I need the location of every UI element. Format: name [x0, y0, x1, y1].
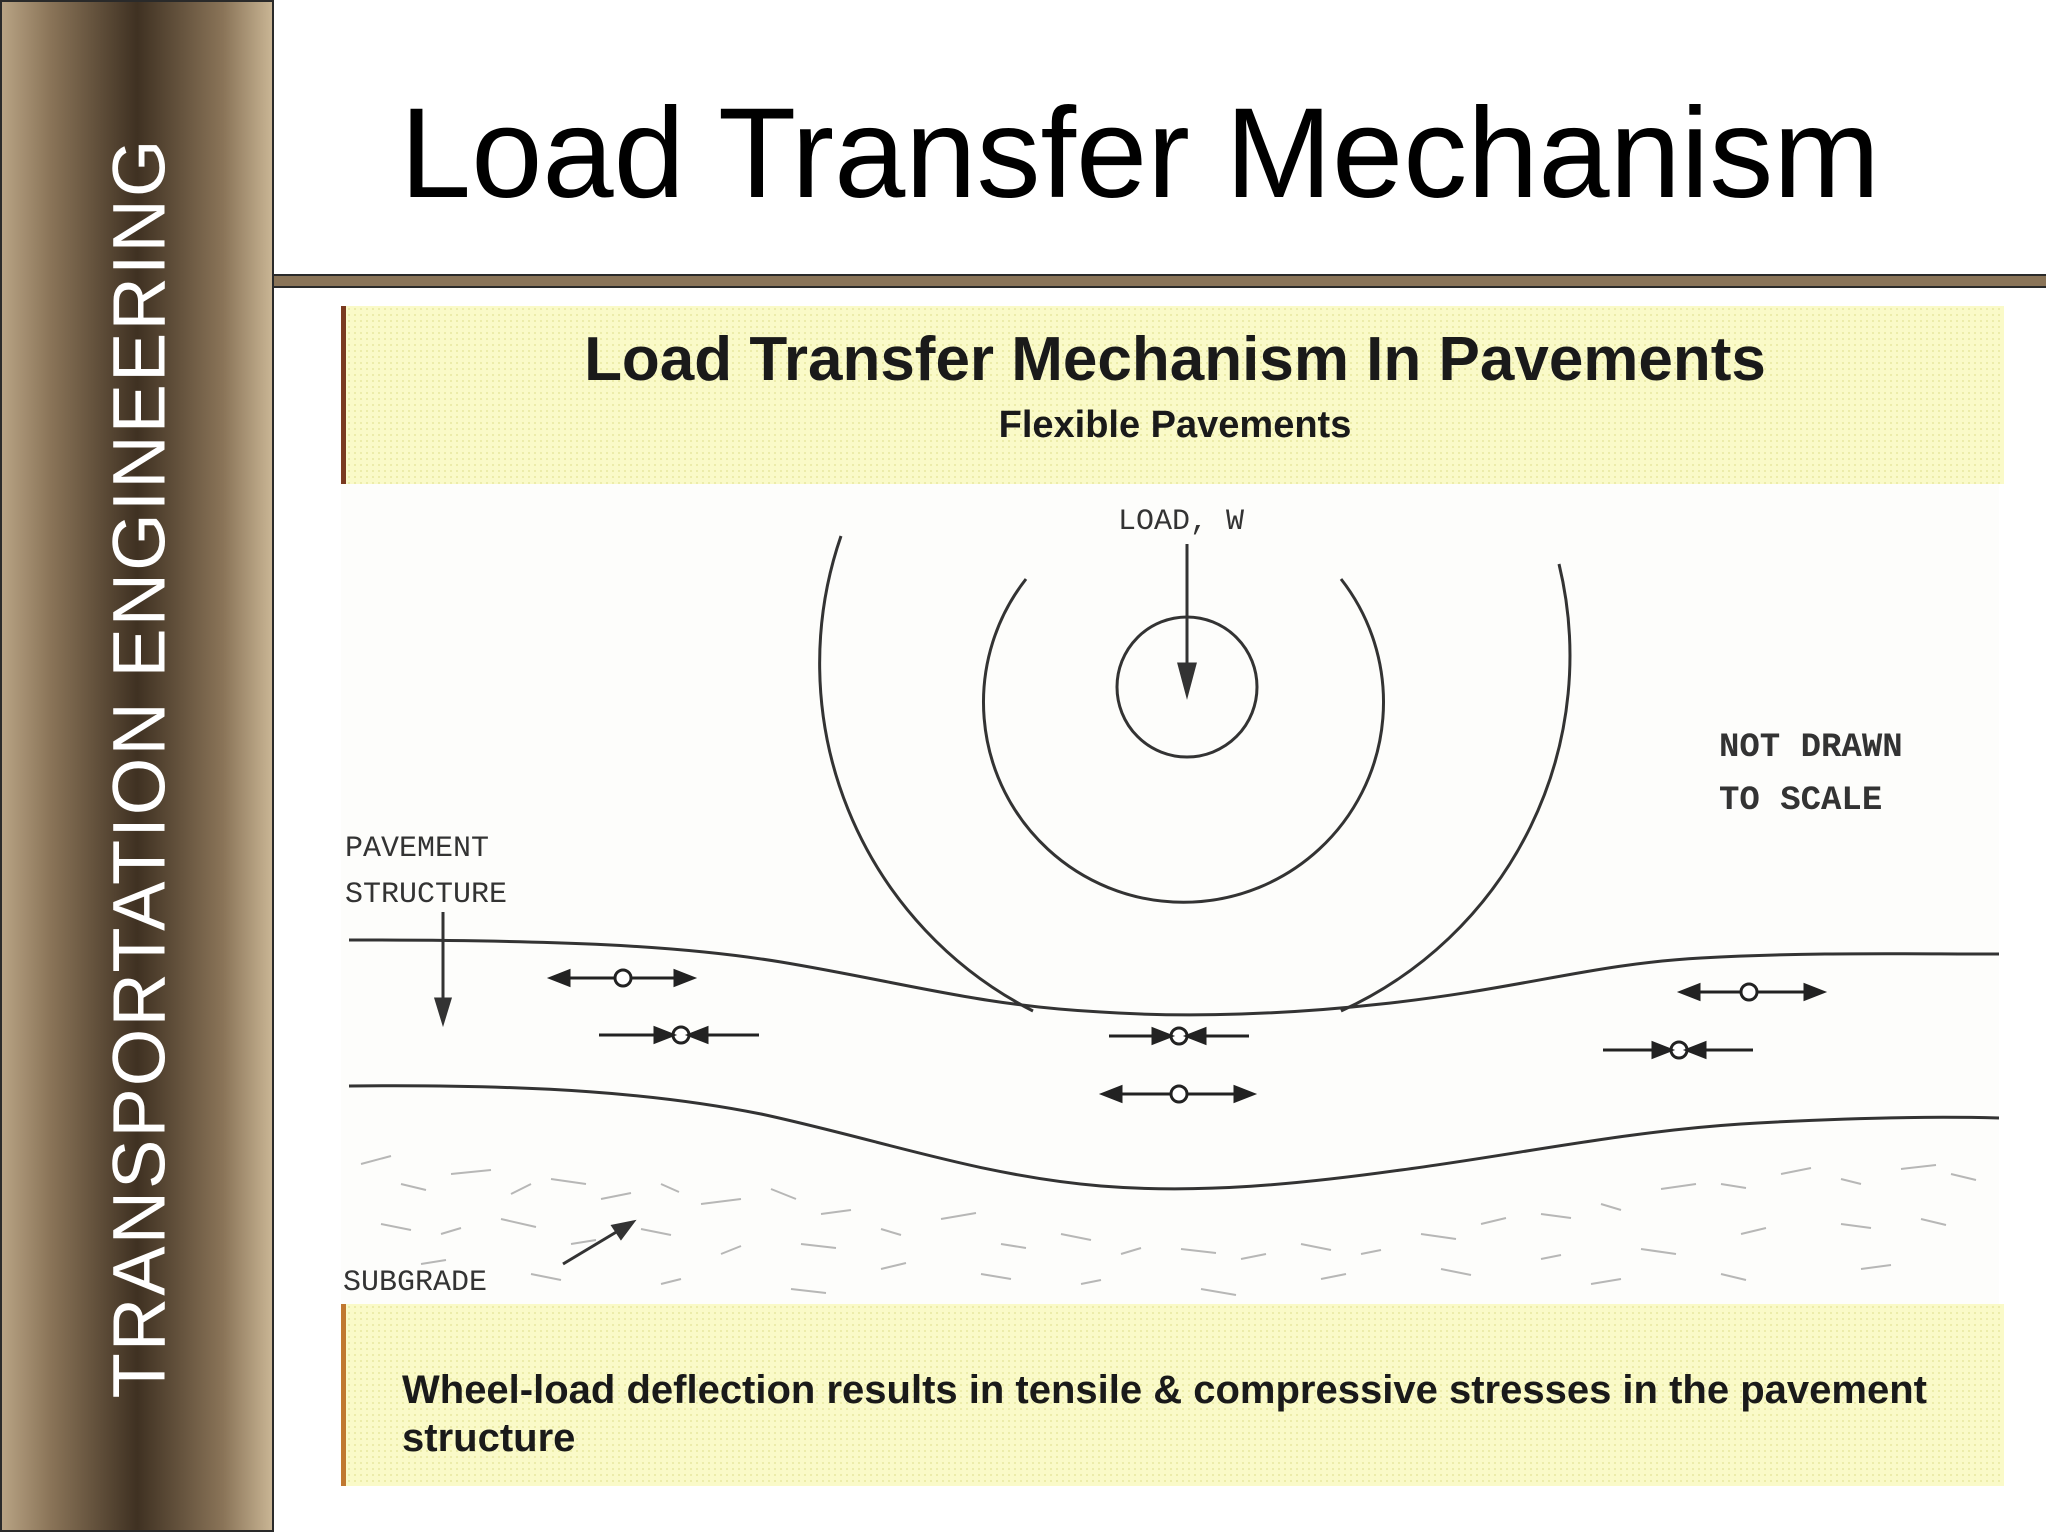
figure-caption: Wheel-load deflection results in tensile…	[402, 1368, 1927, 1460]
pavement-surface-line	[348, 938, 1999, 1017]
figure-title: Load Transfer Mechanism In Pavements	[584, 325, 1766, 394]
figure-header: Load Transfer Mechanism In Pavements Fle…	[341, 306, 2004, 484]
compression-indicator	[1603, 1040, 1753, 1060]
subgrade-label: SUBGRADE	[343, 1266, 487, 1300]
scale-note-line1: NOT DRAWN	[1719, 729, 1903, 767]
pavement-label-line2: STRUCTURE	[345, 878, 507, 912]
compression-indicator	[599, 1025, 759, 1045]
stress-bulb-middle	[982, 578, 1385, 904]
tension-indicator	[546, 968, 698, 988]
load-arrow	[1177, 544, 1197, 700]
slide-title: Load Transfer Mechanism	[400, 82, 1880, 225]
sidebar-label: TRANSPORTATION ENGINEERING	[97, 137, 181, 1399]
figure: Load Transfer Mechanism In Pavements Fle…	[341, 306, 2004, 1486]
pavement-label-line1: PAVEMENT	[345, 832, 489, 866]
sidebar: TRANSPORTATION ENGINEERING	[0, 0, 274, 1532]
title-divider	[274, 274, 2046, 288]
subgrade-surface-line	[348, 1084, 1999, 1191]
figure-subtitle: Flexible Pavements	[998, 404, 1352, 446]
pavement-pointer-arrow	[433, 912, 453, 1028]
figure-caption-box: Wheel-load deflection results in tensile…	[341, 1304, 2004, 1486]
tension-indicator	[1676, 982, 1828, 1002]
load-label: LOAD, W	[1118, 505, 1244, 539]
compression-indicator	[1109, 1026, 1249, 1046]
pavement-layers	[348, 938, 1999, 1191]
stress-bulb-outer	[818, 535, 1572, 1013]
pavement-diagram: LOAD, W NOT DRAWN TO SCALE PAVEMENT STRU…	[343, 505, 1999, 1300]
subgrade-texture	[360, 1155, 1977, 1296]
stress-indicators	[546, 968, 1828, 1104]
stress-bulbs	[818, 535, 1572, 1013]
tension-indicator	[1098, 1084, 1258, 1104]
scale-note-line2: TO SCALE	[1719, 782, 1882, 820]
subgrade-pointer-arrow	[562, 1219, 637, 1266]
